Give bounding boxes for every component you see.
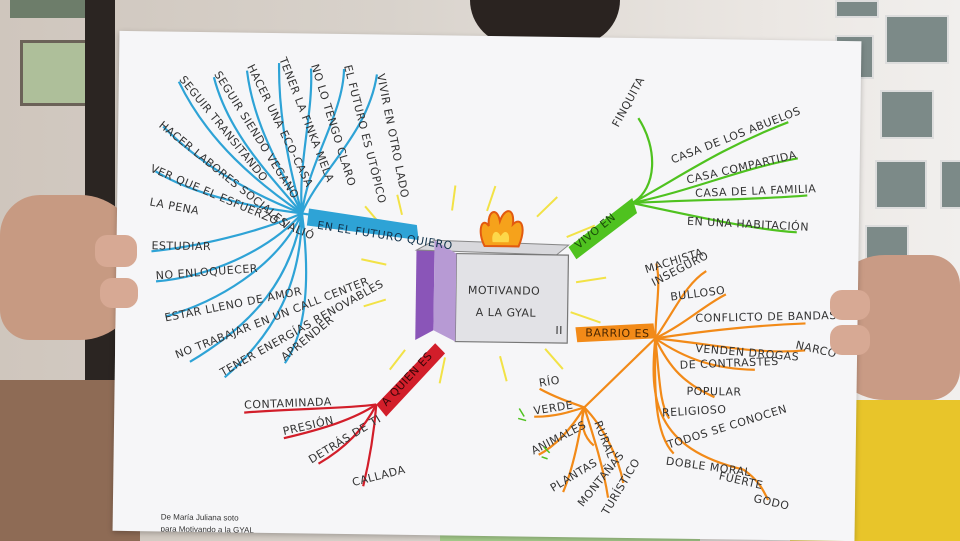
orange-item: GODO	[752, 492, 790, 513]
center-box	[414, 239, 570, 344]
center-title-line2: A LA GYAL	[476, 306, 537, 320]
orange-item: POPULAR	[686, 385, 741, 399]
mind-map-drawing: MOTIVANDO A LA GYAL II EN EL FUTURO QUIE…	[148, 55, 838, 535]
signature-line2: para Motivando a la GYAL	[161, 524, 255, 534]
sun-rays	[361, 185, 607, 384]
wall-photo	[835, 0, 879, 18]
green-item: EN UNA HABITACIÓN	[687, 215, 810, 234]
flame-icon	[479, 210, 524, 248]
orange-branch-lines	[534, 263, 806, 501]
red-branch-label: A QUIEN ES	[379, 349, 435, 408]
wall-photo	[880, 90, 934, 139]
red-item: CONTAMINADA	[244, 395, 332, 411]
red-item: PRESIÓN	[282, 414, 335, 438]
red-branch-lines	[244, 403, 378, 487]
wall-picture	[20, 40, 96, 106]
blue-branch-ribbon	[306, 208, 419, 241]
orange-branch-ribbon	[575, 323, 656, 343]
orange-item: RÍO	[538, 374, 561, 390]
right-finger	[830, 290, 870, 320]
right-finger	[830, 325, 870, 355]
blue-item: ESTUDIAR	[151, 239, 211, 253]
left-finger	[95, 235, 137, 267]
green-item: CASA DE LA FAMILIA	[695, 182, 817, 200]
orange-item: RELIGIOSO	[662, 403, 727, 420]
green-item: FINQUITA	[609, 75, 647, 130]
blue-item: LA PENA	[149, 195, 201, 217]
wall-frame-top	[10, 0, 90, 18]
green-branch-ribbon	[568, 198, 638, 260]
wall-photo	[875, 160, 927, 209]
orange-branch-label: BARRIO ES	[585, 326, 649, 340]
orange-item: DE CONTRASTES	[679, 355, 778, 372]
green-branch-lines	[631, 117, 808, 234]
wall-photo	[885, 15, 949, 64]
plant-accents	[517, 408, 551, 460]
center-title-line1: MOTIVANDO	[468, 284, 541, 298]
orange-item: VERDE	[533, 398, 575, 417]
mind-map-paper: MOTIVANDO A LA GYAL II EN EL FUTURO QUIE…	[112, 30, 862, 541]
center-title-line3: II	[555, 324, 563, 337]
orange-item: CONFLICTO DE BANDAS	[695, 309, 837, 325]
orange-item: BULLOSO	[670, 284, 726, 304]
signature-line1: De María Juliana soto	[161, 512, 239, 522]
wall-photo	[940, 160, 960, 209]
left-finger	[100, 278, 138, 308]
red-branch-ribbon	[376, 343, 446, 417]
red-item: CALLADA	[351, 463, 407, 489]
